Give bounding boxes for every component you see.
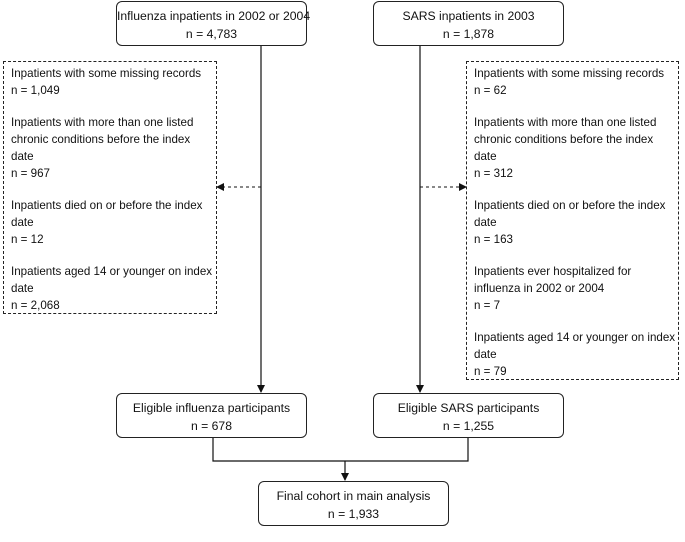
exclusion-count: n = 2,068: [11, 299, 60, 312]
eligible-influenza-title: Eligible influenza participants: [132, 401, 291, 415]
sars-exclusions-box: Inpatients with some missing records n =…: [466, 61, 679, 380]
exclusion-text: date: [474, 216, 497, 229]
eligible-sars-box: Eligible SARS participants n = 1,255: [373, 393, 564, 438]
exclusion-entry: Inpatients with some missing records n =…: [474, 65, 672, 99]
influenza-inpatients-count: n = 4,783: [185, 27, 238, 41]
exclusion-text: date: [474, 150, 497, 163]
exclusion-count: n = 79: [474, 365, 507, 378]
sars-inpatients-box: SARS inpatients in 2003 n = 1,878: [373, 1, 564, 46]
eligible-influenza-box: Eligible influenza participants n = 678: [116, 393, 307, 438]
exclusion-count: n = 312: [474, 167, 514, 180]
influenza-inpatients-box: Influenza inpatients in 2002 or 2004 n =…: [116, 1, 311, 46]
exclusion-count: n = 1,049: [11, 84, 60, 97]
exclusion-text: date: [11, 216, 34, 229]
exclusion-text: chronic conditions before the index: [11, 133, 191, 146]
sars-inpatients-title: SARS inpatients in 2003: [402, 9, 535, 23]
exclusion-text: date: [474, 348, 497, 361]
sars-inpatients-count: n = 1,878: [442, 27, 495, 41]
eligible-sars-title: Eligible SARS participants: [397, 401, 540, 415]
exclusion-entry: Inpatients died on or before the index d…: [474, 197, 672, 248]
exclusion-text: date: [11, 282, 34, 295]
final-cohort-title: Final cohort in main analysis: [276, 489, 431, 503]
exclusion-entry: Inpatients ever hospitalized for influen…: [474, 263, 672, 314]
exclusion-text: Inpatients aged 14 or younger on index: [11, 265, 213, 278]
exclusion-entry: Inpatients aged 14 or younger on index d…: [11, 263, 213, 314]
eligible-influenza-count: n = 678: [190, 419, 232, 433]
exclusion-entry: Inpatients with more than one listed chr…: [474, 114, 672, 182]
exclusion-text: Inpatients died on or before the index: [474, 199, 666, 212]
exclusion-entry: Inpatients with some missing records n =…: [11, 65, 210, 99]
exclusion-entry: Inpatients aged 14 or younger on index d…: [474, 329, 676, 380]
exclusion-text: Inpatients with more than one listed: [474, 116, 657, 129]
exclusion-count: n = 12: [11, 233, 44, 246]
exclusion-count: n = 62: [474, 84, 507, 97]
exclusion-count: n = 967: [11, 167, 51, 180]
eligible-sars-count: n = 1,255: [442, 419, 495, 433]
exclusion-text: Inpatients with some missing records: [11, 67, 202, 80]
exclusion-text: Inpatients aged 14 or younger on index: [474, 331, 676, 344]
exclusion-count: n = 163: [474, 233, 514, 246]
merge-connector: [212, 438, 469, 462]
influenza-inpatients-title: Influenza inpatients in 2002 or 2004: [117, 9, 311, 23]
exclusion-text: Inpatients ever hospitalized for: [474, 265, 632, 278]
exclusion-text: date: [11, 150, 34, 163]
exclusion-text: Inpatients died on or before the index: [11, 199, 203, 212]
exclusion-text: Inpatients with more than one listed: [11, 116, 194, 129]
exclusion-entry: Inpatients died on or before the index d…: [11, 197, 210, 248]
exclusion-count: n = 7: [474, 299, 501, 312]
influenza-exclusions-box: Inpatients with some missing records n =…: [3, 61, 217, 314]
final-cohort-count: n = 1,933: [327, 507, 380, 521]
exclusion-text: influenza in 2002 or 2004: [474, 282, 605, 295]
exclusion-text: Inpatients with some missing records: [474, 67, 665, 80]
exclusion-entry: Inpatients with more than one listed chr…: [11, 114, 210, 182]
final-cohort-box: Final cohort in main analysis n = 1,933: [258, 481, 449, 526]
exclusion-text: chronic conditions before the index: [474, 133, 654, 146]
